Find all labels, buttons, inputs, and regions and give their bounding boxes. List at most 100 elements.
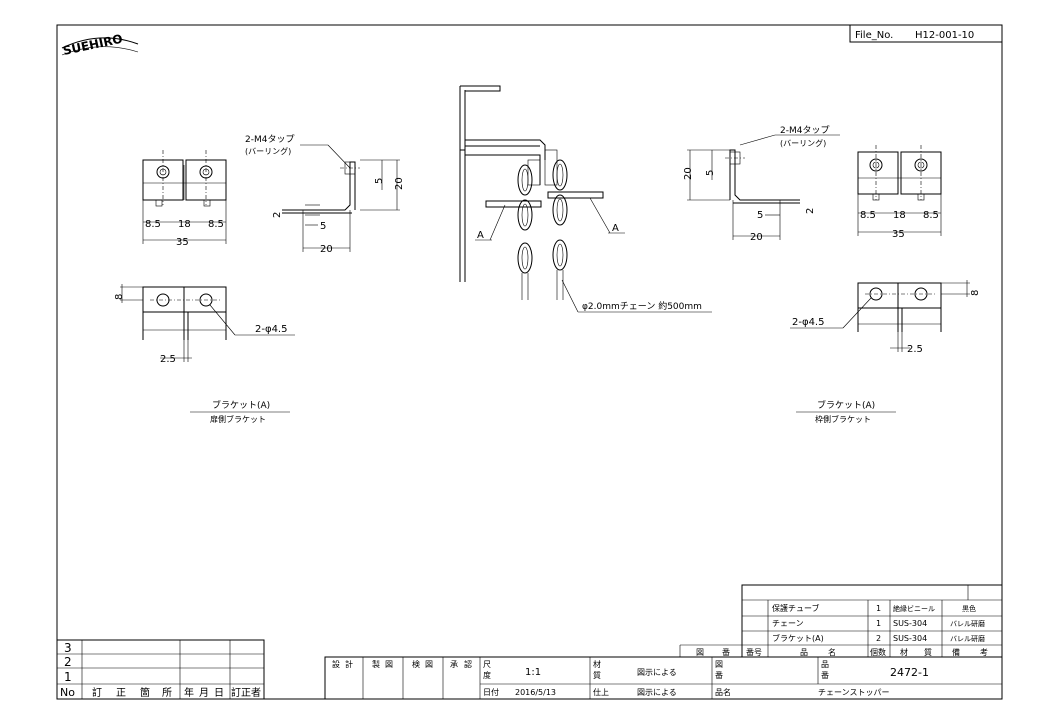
dim-2-5-right: 2.5 bbox=[907, 344, 923, 355]
date-label: 日付 bbox=[483, 687, 499, 697]
drawing-label-1: 図 bbox=[715, 660, 723, 669]
file-number: H12-001-10 bbox=[915, 30, 974, 41]
part-no-label-2: 番 bbox=[821, 670, 829, 680]
parts-header-6: 個数 bbox=[870, 647, 886, 657]
tap-label: 2-M4タップ bbox=[245, 134, 294, 145]
role-4a: 承 bbox=[450, 660, 458, 669]
hole-label-right: 2-φ4.5 bbox=[792, 317, 824, 328]
dim-2-5: 2.5 bbox=[160, 354, 176, 365]
center-assembly-view: A A φ2.0mmチェーン 約500mm bbox=[459, 85, 712, 313]
left-subtitle: 扉側ブラケット bbox=[210, 414, 266, 424]
parts-header-2: 番 bbox=[722, 647, 730, 657]
revision-header-no: No bbox=[60, 686, 75, 699]
right-bracket-views: 20 5 2 20 5 2-M4タップ (バーリング) bbox=[683, 125, 981, 424]
revision-header-4: 所 bbox=[162, 687, 172, 699]
dim-8-5-left: 8.5 bbox=[145, 219, 161, 230]
role-1b: 計 bbox=[345, 659, 353, 669]
parts-header-4: 品 bbox=[800, 648, 808, 657]
right-side-view: 20 5 2 20 5 2-M4タップ (バーリング) bbox=[683, 125, 840, 243]
part-row-1-note: 黒色 bbox=[962, 604, 976, 613]
hole-label: 2-φ4.5 bbox=[255, 324, 287, 335]
revision-header-2: 正 bbox=[116, 688, 126, 699]
left-flat-view: 8 2-φ4.5 2.5 bbox=[114, 284, 295, 365]
dim-5-horizontal-right: 5 bbox=[757, 210, 763, 221]
left-title: ブラケット(A) bbox=[212, 399, 270, 411]
part-row-3-note: バレル研磨 bbox=[950, 634, 985, 643]
dim-8: 8 bbox=[114, 294, 125, 300]
parts-header-1: 図 bbox=[696, 648, 704, 657]
part-row-1-material: 絶縁ビニール bbox=[893, 604, 935, 613]
name-label: 品名 bbox=[715, 687, 731, 697]
file-label: File_No. bbox=[855, 30, 893, 41]
part-row-2-name: チェーン bbox=[772, 619, 804, 628]
dim-18-left: 18 bbox=[178, 219, 191, 230]
revision-header-3: 箇 bbox=[140, 686, 150, 699]
material-label-1: 材 bbox=[593, 659, 601, 669]
parts-header-10: 考 bbox=[980, 648, 988, 657]
part-row-1-name: 保護チューブ bbox=[772, 603, 820, 613]
drawing-label-2: 番 bbox=[715, 670, 723, 680]
chain-right bbox=[552, 159, 568, 300]
dim-20-horizontal-right: 20 bbox=[750, 232, 763, 243]
left-bracket-views: 8.5 18 8.5 35 5 20 2 20 5 bbox=[114, 134, 405, 424]
revision-header-8: 訂正者 bbox=[231, 686, 261, 699]
right-subtitle: 枠側ブラケット bbox=[815, 414, 871, 424]
part-no: 2472-1 bbox=[890, 666, 929, 679]
part-row-3-qty: 2 bbox=[876, 634, 881, 643]
material-value: 図示による bbox=[637, 668, 677, 677]
right-front-view: 8.5 18 8.5 35 bbox=[857, 145, 942, 240]
logo-text: SUEHIRO bbox=[62, 32, 124, 58]
revision-header-5: 年 bbox=[184, 686, 194, 699]
dim-5-vertical: 5 bbox=[374, 178, 385, 184]
tap-sublabel-right: (バーリング) bbox=[780, 138, 826, 148]
dim-20-horizontal: 20 bbox=[320, 244, 333, 255]
part-row-3-name: ブラケット(A) bbox=[772, 633, 824, 643]
title-block: 設 計 製 図 検 図 承 認 尺 度 1:1 材 質 図示による 図 番 品 … bbox=[324, 656, 1003, 700]
part-row-2-note: バレル研磨 bbox=[950, 619, 985, 628]
name-value: チェーンストッパー bbox=[818, 688, 889, 697]
dim-35: 35 bbox=[176, 237, 189, 248]
suehiro-logo: SUEHIRO bbox=[62, 32, 139, 58]
dim-8-5-left-right: 8.5 bbox=[860, 210, 876, 221]
part-row-3-material: SUS-304 bbox=[893, 634, 927, 643]
left-front-view: 8.5 18 8.5 35 bbox=[142, 150, 227, 248]
dim-18-right: 18 bbox=[893, 210, 906, 221]
parts-list: 保護チューブ 1 絶縁ビニール 黒色 チェーン 1 SUS-304 バレル研磨 … bbox=[679, 584, 1003, 658]
part-row-2-material: SUS-304 bbox=[893, 619, 927, 628]
material-label-2: 質 bbox=[593, 670, 601, 680]
finish-value: 図示による bbox=[637, 688, 677, 697]
parts-header-7: 材 bbox=[900, 647, 908, 657]
role-3b: 図 bbox=[425, 660, 433, 669]
right-title: ブラケット(A) bbox=[817, 399, 875, 411]
tap-sublabel: (バーリング) bbox=[245, 146, 291, 156]
revision-row-1: 1 bbox=[64, 670, 72, 684]
revision-table: 3 2 1 No 訂 正 箇 所 年 月 日 訂正者 bbox=[56, 639, 265, 700]
chain-left bbox=[517, 164, 533, 300]
scale-label-1: 尺 bbox=[483, 660, 491, 669]
dim-8-5-right-right: 8.5 bbox=[923, 210, 939, 221]
role-3a: 検 bbox=[412, 659, 420, 669]
dim-5-horizontal: 5 bbox=[320, 221, 326, 232]
dim-20-vertical: 20 bbox=[394, 177, 405, 190]
dim-2-side: 2 bbox=[272, 212, 283, 218]
file-number-box: File_No. H12-001-10 bbox=[849, 24, 1003, 43]
left-side-view: 5 20 2 20 5 2-M4タップ (バーリング) bbox=[245, 134, 405, 255]
scale-value: 1:1 bbox=[525, 667, 541, 678]
revision-row-2: 2 bbox=[64, 655, 72, 669]
finish-label: 仕上 bbox=[593, 687, 609, 697]
role-2a: 製 bbox=[372, 659, 380, 669]
label-a-left: A bbox=[477, 230, 484, 241]
revision-header-6: 月 bbox=[199, 687, 209, 699]
part-row-1-qty: 1 bbox=[876, 604, 881, 613]
role-2b: 図 bbox=[385, 660, 393, 669]
role-1a: 設 bbox=[332, 659, 340, 669]
revision-row-3: 3 bbox=[64, 641, 72, 655]
label-a-right: A bbox=[612, 223, 619, 234]
sheet-border bbox=[56, 24, 1003, 700]
tap-label-right: 2-M4タップ bbox=[780, 125, 829, 136]
dim-20-vertical-right: 20 bbox=[683, 167, 694, 180]
dim-8-right: 8 bbox=[970, 290, 981, 296]
parts-header-5: 名 bbox=[828, 647, 836, 657]
right-flat-view: 8 2-φ4.5 2.5 bbox=[790, 280, 981, 355]
